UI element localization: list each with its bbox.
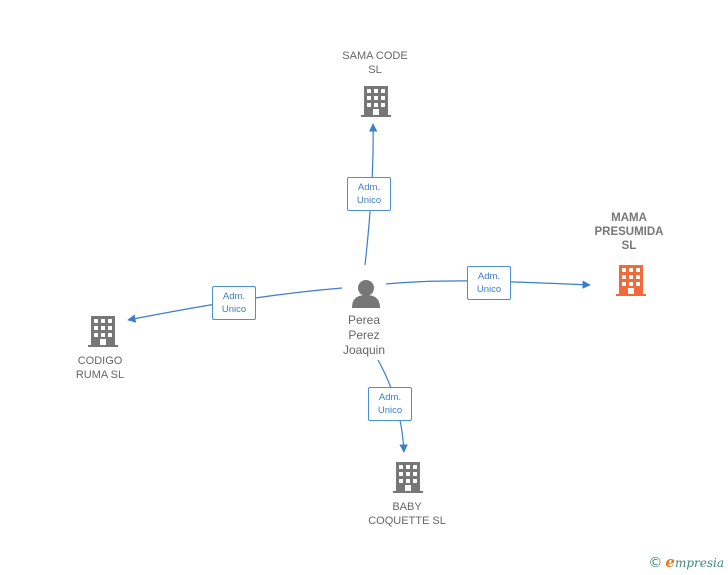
edge-label-line1: Adm.: [222, 291, 246, 302]
empresia-brand[interactable]: ©empresia: [648, 553, 724, 571]
building-icon-baby-coquette[interactable]: [393, 462, 423, 493]
company-name-mama-presumida[interactable]: MAMA PRESUMIDA SL: [594, 212, 664, 252]
edge-label-line2: Unico: [356, 195, 382, 206]
building-icon-codigo-ruma[interactable]: [88, 316, 118, 347]
edge-label-sama-code[interactable]: Adm. Unico: [347, 177, 391, 211]
building-icon-sama-code[interactable]: [361, 86, 391, 117]
edge-label-codigo-ruma[interactable]: Adm. Unico: [212, 286, 256, 320]
building-icon-mama-presumida[interactable]: [616, 265, 646, 296]
edge-label-line2: Unico: [476, 284, 502, 295]
person-name[interactable]: Perea Perez Joaquin: [342, 313, 386, 357]
person-icon[interactable]: [352, 280, 380, 308]
empresia-logo-text: mpresia: [674, 556, 724, 570]
edge-label-baby-coquette[interactable]: Adm. Unico: [368, 387, 412, 421]
edge-label-line1: Adm.: [378, 392, 402, 403]
edge-label-line2: Unico: [221, 304, 247, 315]
edge-label-line2: Unico: [377, 405, 403, 416]
company-name-sama-code[interactable]: SAMA CODE SL: [342, 50, 408, 76]
company-name-baby-coquette[interactable]: BABY COQUETTE SL: [368, 501, 446, 527]
company-name-codigo-ruma[interactable]: CODIGO RUMA SL: [75, 355, 125, 381]
empresia-logo-initial: e: [665, 553, 675, 571]
edge-label-line1: Adm.: [357, 182, 381, 193]
edge-label-mama-presumida[interactable]: Adm. Unico: [467, 266, 511, 300]
copyright-symbol: ©: [648, 555, 663, 571]
edge-label-line1: Adm.: [477, 271, 501, 282]
